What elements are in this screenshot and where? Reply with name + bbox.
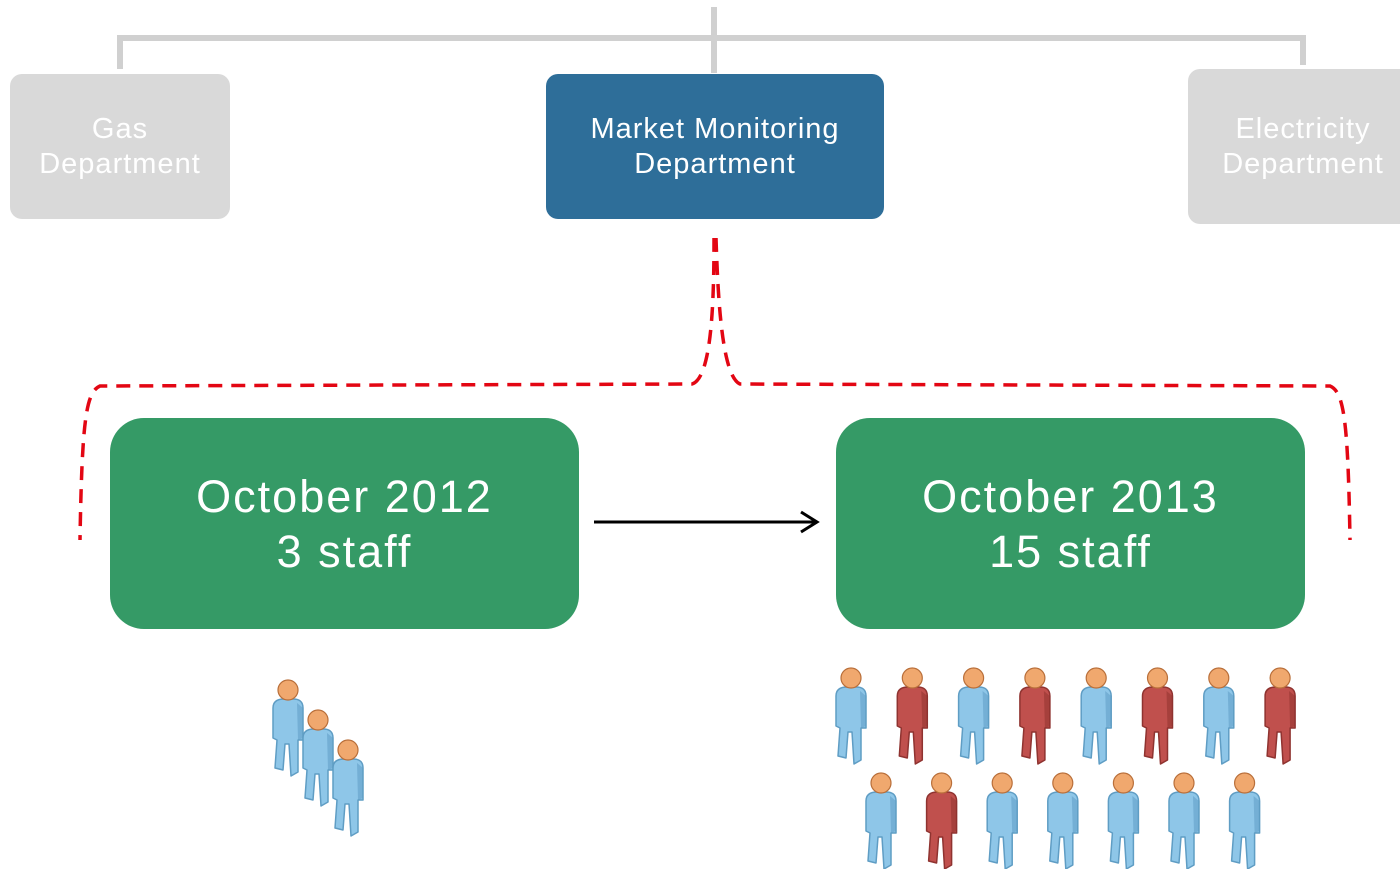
october-2012-label: October 2012 3 staff	[196, 470, 493, 577]
market-monitoring-department-box: Market Monitoring Department	[546, 74, 884, 219]
person-icon-2012	[332, 739, 364, 837]
person-icon-2013	[1264, 667, 1296, 765]
person-icon-2013	[925, 772, 958, 869]
org-connector-lines	[117, 7, 1306, 73]
gas-department-label: Gas Department	[39, 112, 201, 180]
person-icon-2012	[302, 709, 334, 807]
person-icon-2013	[1107, 772, 1140, 869]
october-2012-box: October 2012 3 staff	[110, 418, 579, 629]
growth-arrow	[594, 510, 820, 534]
person-icon-2013	[1080, 667, 1112, 765]
person-icon-2013	[896, 667, 929, 765]
person-icon-2013	[986, 772, 1018, 869]
electricity-department-label: Electricity Department	[1222, 112, 1384, 180]
gas-department-box: Gas Department	[10, 74, 230, 219]
person-icon-2012	[272, 679, 304, 777]
person-icon-2013	[1168, 772, 1200, 869]
staff-figures	[272, 667, 1296, 869]
market-monitoring-department-label: Market Monitoring Department	[590, 112, 840, 180]
person-icon-2013	[1228, 772, 1261, 869]
electricity-department-box: Electricity Department	[1188, 69, 1400, 224]
person-icon-2013	[835, 667, 867, 765]
person-icon-2013	[1047, 772, 1079, 869]
person-icon-2013	[957, 667, 990, 765]
person-icon-2013	[1019, 667, 1051, 765]
october-2013-label: October 2013 15 staff	[922, 470, 1219, 577]
dashed-bracket	[78, 237, 1352, 541]
person-icon-2013	[1203, 667, 1235, 765]
person-icon-2013	[1141, 667, 1174, 765]
person-icon-2013	[865, 772, 897, 869]
october-2013-box: October 2013 15 staff	[836, 418, 1305, 629]
